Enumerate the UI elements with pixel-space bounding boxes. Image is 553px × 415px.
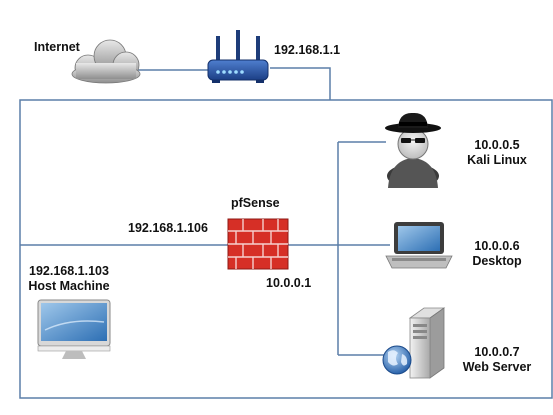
hacker-icon — [385, 112, 441, 188]
cloud-icon — [71, 39, 141, 84]
web-server-label: 10.0.0.7 Web Server — [452, 345, 542, 375]
desktop-label: 10.0.0.6 Desktop — [452, 239, 542, 269]
internet-label: Internet — [34, 40, 80, 54]
router-ip-label: 192.168.1.1 — [274, 43, 341, 57]
server-icon — [408, 307, 446, 379]
router-uplink — [270, 67, 331, 100]
host-machine-label: 192.168.1.103 Host Machine — [14, 264, 124, 294]
globe-icon — [382, 345, 412, 375]
connection-lines — [19, 67, 553, 399]
pfsense-label: pfSense — [231, 196, 280, 210]
kali-name: Kali Linux — [467, 153, 527, 167]
kali-ip: 10.0.0.5 — [474, 138, 520, 152]
web-name: Web Server — [462, 360, 532, 374]
firewall-icon — [227, 218, 289, 270]
host-name: Host Machine — [28, 279, 110, 293]
web-ip: 10.0.0.7 — [474, 345, 520, 359]
host-ip: 192.168.1.103 — [29, 264, 109, 278]
laptop-icon — [385, 222, 453, 269]
router-icon — [207, 30, 269, 83]
imac-icon — [37, 299, 111, 359]
kali-label: 10.0.0.5 Kali Linux — [452, 138, 542, 168]
pfsense-wan-ip-label: 192.168.1.106 — [128, 221, 208, 235]
desktop-name: Desktop — [472, 254, 522, 268]
pfsense-lan-ip-label: 10.0.0.1 — [266, 276, 312, 290]
lan-frame — [19, 99, 553, 399]
desktop-ip: 10.0.0.6 — [474, 239, 520, 253]
